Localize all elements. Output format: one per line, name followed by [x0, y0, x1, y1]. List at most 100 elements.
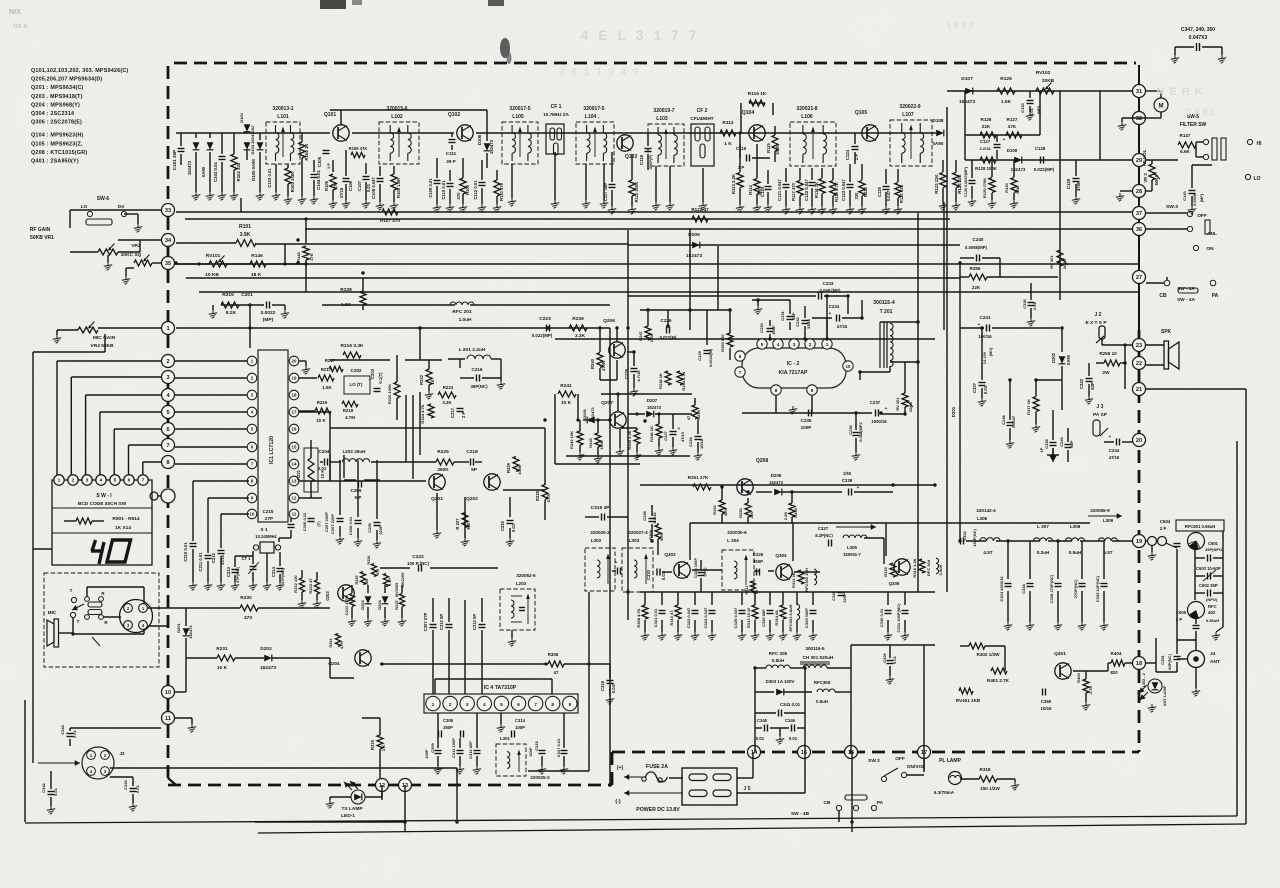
svg-text:14: 14	[292, 462, 297, 467]
svg-text:C236: C236	[848, 424, 853, 434]
svg-text:C326: C326	[753, 552, 764, 557]
svg-text:(+): (+)	[617, 765, 624, 771]
svg-text:R232 120: R232 120	[293, 575, 298, 593]
svg-text:C231: C231	[780, 310, 785, 320]
svg-text:T 201: T 201	[880, 309, 893, 315]
svg-text:J 5: J 5	[744, 786, 751, 792]
svg-text:TX LAMP: TX LAMP	[341, 806, 363, 812]
svg-text:5: 5	[251, 427, 254, 432]
svg-text:IC 4 TA7310P: IC 4 TA7310P	[484, 685, 517, 691]
svg-text:Q206: Q206	[603, 318, 615, 324]
svg-text:3 8 1 1 0 4 9: 3 8 1 1 0 4 9	[559, 67, 641, 78]
svg-text:D202: D202	[260, 646, 272, 652]
svg-text:0.022(MP): 0.022(MP)	[1034, 167, 1055, 172]
svg-text:402: 402	[1208, 610, 1216, 615]
svg-text:POWER DC 13.8V: POWER DC 13.8V	[636, 807, 680, 813]
svg-text:Q208 : KTC1015(GR): Q208 : KTC1015(GR)	[31, 150, 87, 156]
svg-text:RFC 304: RFC 304	[926, 559, 931, 576]
svg-text:R317 1K: R317 1K	[1026, 399, 1031, 415]
svg-text:C120: C120	[760, 186, 765, 197]
svg-text:0.2uH: 0.2uH	[1037, 550, 1050, 555]
svg-text:470P: 470P	[1076, 181, 1081, 191]
svg-text:3: 3	[166, 375, 169, 381]
svg-text:C225: C225	[624, 368, 629, 379]
svg-text:D206: D206	[688, 232, 700, 238]
svg-text:3: 3	[251, 393, 254, 398]
svg-text:C242: C242	[1079, 378, 1084, 389]
svg-text:WV2209: WV2209	[395, 583, 399, 598]
svg-text:27: 27	[1136, 275, 1142, 281]
svg-text:47P(MC): 47P(MC)	[235, 566, 240, 583]
svg-text:3: 3	[466, 702, 469, 708]
svg-text:+: +	[978, 322, 981, 327]
svg-text:20: 20	[292, 359, 297, 364]
svg-text:M: M	[1159, 104, 1164, 110]
svg-text:OX 4: OX 4	[13, 24, 27, 30]
svg-text:9: 9	[811, 388, 814, 393]
svg-text:3.3K: 3.3K	[575, 333, 586, 339]
svg-text:C110 0.01: C110 0.01	[441, 180, 446, 200]
svg-text:IC1 LC7120: IC1 LC7120	[269, 436, 275, 464]
svg-text:R236: R236	[367, 555, 371, 564]
svg-text:SW - 4A: SW - 4A	[1177, 286, 1195, 291]
svg-text:+: +	[829, 311, 832, 316]
svg-text:VR4 50KB: VR4 50KB	[91, 343, 114, 349]
svg-text:33/16: 33/16	[806, 318, 811, 329]
svg-text:390K: 390K	[437, 467, 449, 473]
svg-text:320013-1: 320013-1	[272, 106, 293, 112]
svg-text:47/16: 47/16	[339, 187, 344, 198]
svg-text:L306: L306	[977, 516, 988, 521]
svg-text:680: 680	[466, 522, 471, 530]
svg-text:Q103: Q103	[625, 154, 637, 160]
svg-text:R219: R219	[317, 400, 328, 405]
svg-text:8.2P(NC): 8.2P(NC)	[815, 533, 833, 538]
svg-text:0203: 0203	[325, 591, 330, 601]
svg-text:Q204: Q204	[328, 661, 340, 666]
svg-text:C108 0.047: C108 0.047	[371, 177, 376, 199]
svg-text:39 P: 39 P	[446, 159, 455, 164]
svg-text:R121 330: R121 330	[899, 184, 904, 203]
svg-text:1: 1	[826, 342, 829, 347]
svg-text:33: 33	[165, 208, 171, 214]
svg-text:R308 4.7K: R308 4.7K	[636, 608, 641, 627]
svg-text:8: 8	[166, 460, 169, 466]
svg-text:320142-4: 320142-4	[976, 508, 996, 513]
svg-text:R234: R234	[329, 638, 333, 648]
svg-text:7: 7	[142, 478, 145, 484]
svg-text:320052-6: 320052-6	[516, 573, 536, 578]
svg-text:R108 1.8K: R108 1.8K	[396, 178, 401, 198]
svg-text:Q202: Q202	[466, 496, 478, 502]
svg-text:1000/16: 1000/16	[871, 419, 887, 424]
svg-text:470P(P): 470P(P)	[648, 154, 653, 169]
svg-text:C211 0.01: C211 0.01	[198, 552, 203, 572]
svg-text:L107: L107	[902, 112, 914, 118]
svg-text:C321 0.01: C321 0.01	[653, 608, 658, 627]
svg-text:4: 4	[100, 478, 103, 484]
svg-text:1 P: 1 P	[326, 163, 331, 169]
svg-text:47: 47	[686, 415, 691, 420]
svg-text:2: 2	[72, 478, 75, 484]
svg-text:R252: R252	[712, 504, 717, 514]
svg-text:320017-5: 320017-5	[583, 106, 604, 112]
svg-text:1: 1	[166, 326, 169, 332]
svg-text:S W - I: S W - I	[96, 493, 112, 499]
svg-text:C328: C328	[831, 590, 836, 600]
svg-text:100P: 100P	[515, 725, 525, 730]
svg-text:10: 10	[165, 690, 171, 696]
svg-text:320027-4: 320027-4	[628, 530, 648, 535]
svg-text:HI: HI	[1257, 141, 1263, 147]
svg-text:10 K: 10 K	[561, 400, 572, 406]
svg-text:D204: D204	[377, 599, 382, 609]
svg-text:15: 15	[801, 750, 807, 756]
svg-text:D107: D107	[961, 76, 973, 82]
svg-text:R116 1K: R116 1K	[748, 91, 767, 97]
svg-text:1: 1	[251, 359, 254, 364]
svg-text:J2: J2	[119, 751, 125, 756]
svg-text:0A90: 0A90	[933, 141, 944, 146]
svg-text:R233 47: R233 47	[308, 578, 313, 594]
svg-text:RV102: RV102	[1036, 70, 1051, 76]
svg-text:100: 100	[365, 579, 369, 585]
svg-text:Q201 : MPS9634(C): Q201 : MPS9634(C)	[31, 85, 84, 91]
svg-text:D207: D207	[647, 398, 658, 403]
svg-text:C213: C213	[226, 566, 231, 577]
